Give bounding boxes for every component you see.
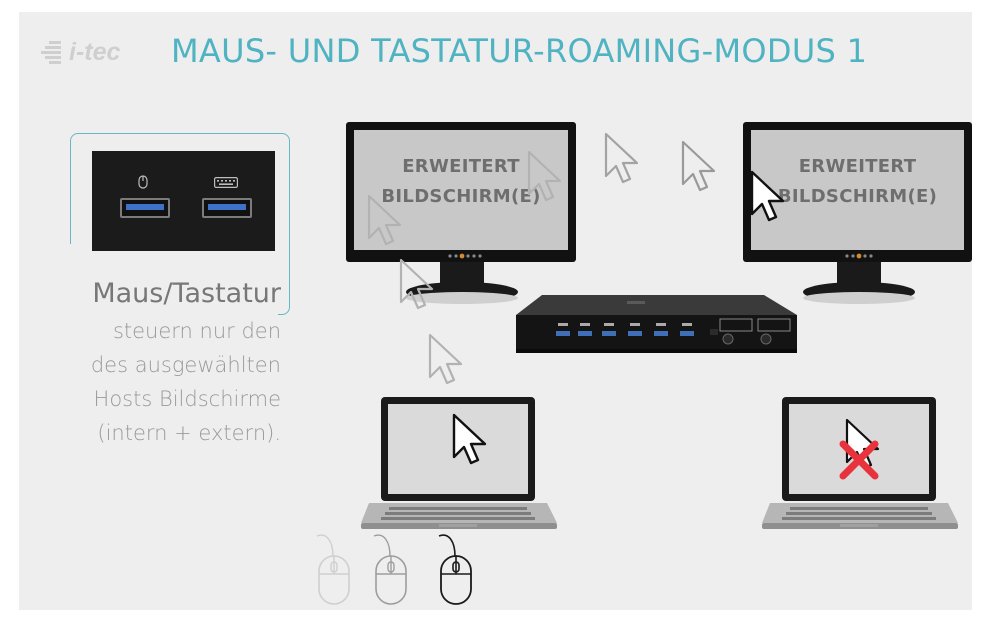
- cursor-icon: [750, 170, 785, 222]
- logo-text: i-tec: [69, 37, 121, 66]
- cursor-icon: [452, 413, 487, 465]
- caption-line: des ausgewählten: [90, 353, 281, 377]
- caption-line: (intern + extern).: [97, 421, 281, 445]
- mouse-active: [438, 534, 472, 605]
- monitor-right-label: ERWEITERT BILDSCHIRM(E): [743, 152, 972, 212]
- page-title: MAUS- UND TASTATUR-ROAMING-MODUS 1: [171, 32, 868, 70]
- logo: i-tec: [39, 34, 120, 70]
- usb-port-keyboard: [202, 198, 252, 218]
- cursor-trail: [367, 132, 880, 480]
- caption-heading: Maus/Tastatur: [92, 278, 281, 309]
- docking-station: [516, 295, 797, 353]
- monitor-left-line1: ERWEITERT: [402, 156, 520, 177]
- diagram-stage: i-tec MAUS- UND TASTATUR-ROAMING-MODUS 1…: [19, 12, 972, 610]
- blocked-cross-icon: [839, 440, 879, 480]
- caption-line: Hosts Bildschirme: [93, 387, 281, 411]
- mouse-icon: [138, 175, 148, 189]
- mouse-medium: [373, 534, 407, 605]
- monitor-right-line2: BILDSCHIRM(E): [777, 186, 938, 207]
- legend-frame: [68, 133, 290, 324]
- monitor-right: [743, 122, 972, 304]
- monitor-left-line2: BILDSCHIRM(E): [381, 186, 541, 207]
- keyboard-icon: [214, 177, 238, 188]
- monitor-right-line1: ERWEITERT: [798, 156, 917, 177]
- caption: Maus/Tastatur steuern nur den des ausgew…: [41, 278, 281, 450]
- monitor-left-label: ERWEITERT BILDSCHIRM(E): [346, 152, 576, 212]
- usb-port-panel: [92, 151, 275, 251]
- caption-line: steuern nur den: [112, 319, 281, 343]
- i-tec-logo-icon: [41, 41, 61, 64]
- mouse-faded: [316, 534, 350, 605]
- usb-port-mouse: [120, 198, 170, 218]
